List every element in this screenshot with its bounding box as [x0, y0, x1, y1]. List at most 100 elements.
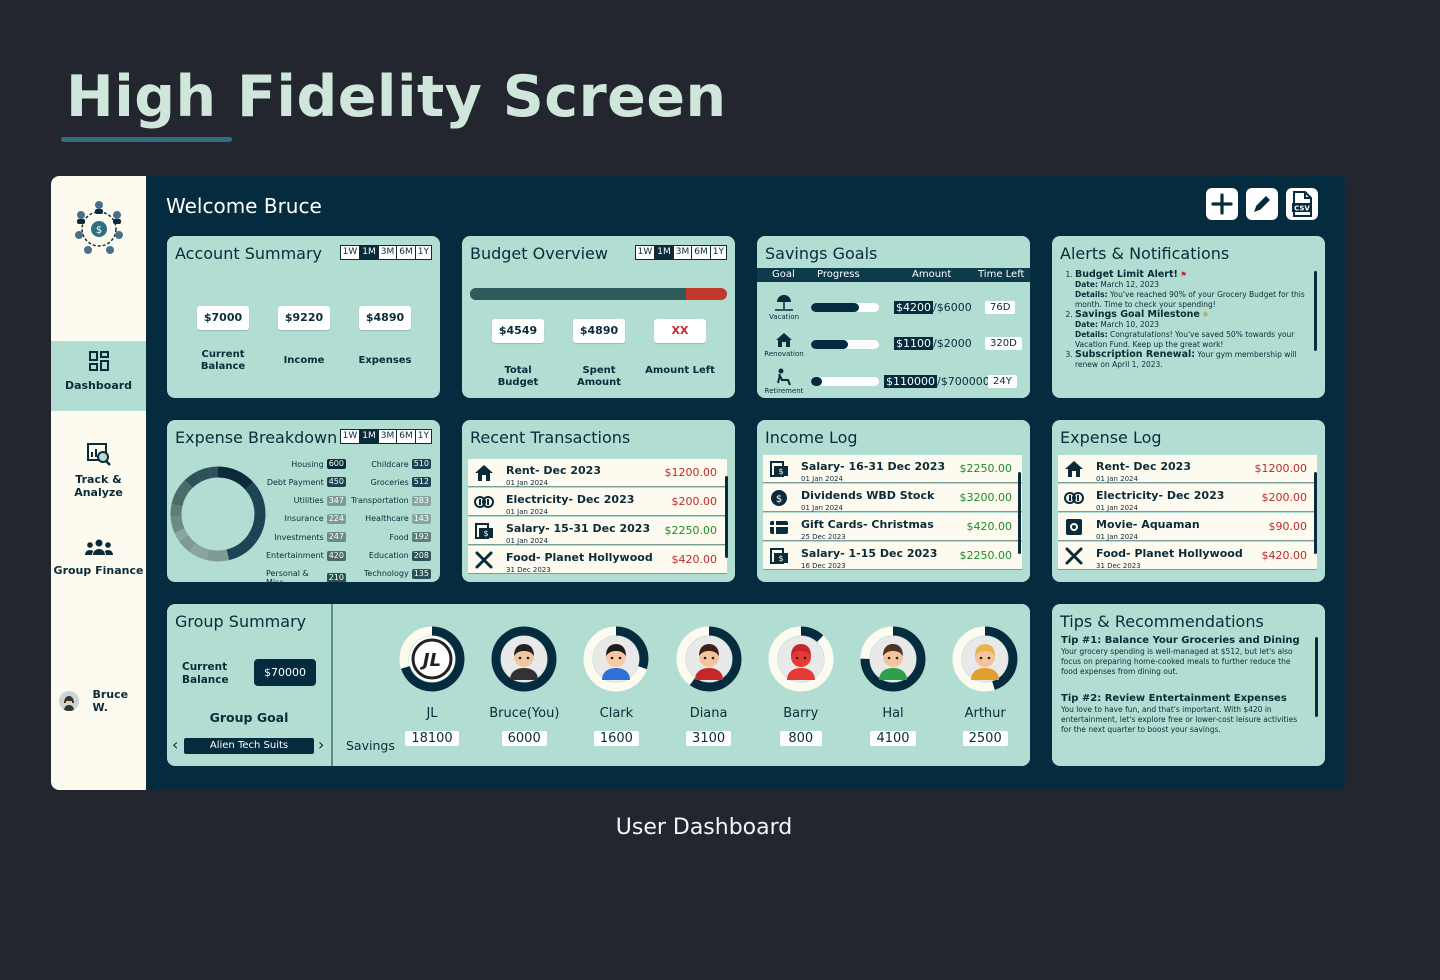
- amount-left-value: XX: [654, 319, 706, 343]
- user-profile[interactable]: Bruce W.: [59, 688, 146, 714]
- range-option-1w[interactable]: 1W: [341, 246, 361, 259]
- sidebar-item-group-finance[interactable]: Group Finance: [51, 539, 146, 577]
- goal-target: /$700000: [937, 375, 990, 388]
- alert-date: March 12, 2023: [1097, 280, 1159, 289]
- group-member[interactable]: Barry 800: [766, 626, 836, 746]
- goal-progress-bar: [811, 340, 879, 349]
- pencil-icon: [1254, 196, 1270, 212]
- range-option-1m[interactable]: 1M: [360, 430, 379, 443]
- donut-slice: [247, 513, 266, 542]
- member-savings: 800: [779, 731, 822, 746]
- tips-scrollbar[interactable]: [1315, 637, 1318, 717]
- alerts-scrollbar[interactable]: [1314, 271, 1317, 351]
- savings-goal-row[interactable]: Retirement $110000/$700000 24Y: [757, 364, 1030, 398]
- sidebar-item-track-analyze[interactable]: Track & Analyze: [51, 442, 146, 499]
- range-option-6m[interactable]: 6M: [397, 430, 416, 443]
- alert-item[interactable]: Budget Limit Alert! ⚑Date: March 12, 202…: [1075, 270, 1312, 310]
- edit-button[interactable]: [1246, 188, 1278, 220]
- legend-label: Childcare: [371, 459, 409, 469]
- card-title: Recent Transactions: [470, 428, 631, 447]
- group-finance-logo-icon: $: [75, 201, 123, 254]
- group-member[interactable]: Diana 3100: [674, 626, 744, 746]
- goal-progress-fill: [811, 340, 849, 349]
- range-option-1y[interactable]: 1Y: [417, 431, 429, 441]
- flag-icon: ⚑: [1180, 270, 1187, 279]
- member-avatar-ring: [583, 626, 649, 692]
- group-member[interactable]: JL JL 18100: [397, 626, 467, 746]
- legend-label: Transportation: [350, 496, 409, 506]
- total-budget-label: Total Budget: [497, 365, 539, 388]
- legend-value: 510: [411, 459, 431, 469]
- legend-value: 347: [326, 495, 346, 506]
- card-title: Income Log: [765, 428, 858, 447]
- range-option-1m[interactable]: 1M: [360, 246, 379, 259]
- expense-scrollbar[interactable]: [1314, 472, 1317, 554]
- transactions-scrollbar[interactable]: [725, 476, 728, 558]
- row-name: Electricity- Dec 2023: [1096, 488, 1225, 502]
- row-icon: $: [470, 517, 498, 545]
- export-csv-button[interactable]: CSV: [1286, 188, 1318, 220]
- savings-goal-row[interactable]: Vacation $4200/$6000 76D: [757, 291, 1030, 325]
- range-option-3m[interactable]: 3M: [379, 430, 398, 443]
- group-member[interactable]: Bruce(You) 6000: [489, 626, 559, 746]
- alert-item[interactable]: Subscription Renewal: Your gym membershi…: [1075, 350, 1312, 370]
- chevron-left-icon[interactable]: ‹: [172, 735, 179, 754]
- range-option-1y[interactable]: 1Y: [712, 247, 724, 257]
- electricity-icon: [474, 495, 494, 508]
- row-date: 31 Dec 2023: [1096, 561, 1141, 570]
- member-avatar-icon: JL: [399, 626, 465, 692]
- dividend-icon: $: [771, 489, 787, 506]
- group-member[interactable]: Hal 4100: [858, 626, 928, 746]
- range-option-1w[interactable]: 1W: [636, 246, 656, 259]
- member-avatar-ring: [860, 626, 926, 692]
- group-member[interactable]: Arthur 2500: [950, 626, 1020, 746]
- member-name: Barry: [783, 706, 819, 721]
- alert-item[interactable]: Savings Goal Milestone ✱Date: March 10, …: [1075, 310, 1312, 350]
- range-option-1w[interactable]: 1W: [341, 430, 361, 443]
- range-option-6m[interactable]: 6M: [397, 246, 416, 259]
- csv-label: CSV: [1294, 205, 1310, 213]
- income-scrollbar[interactable]: [1018, 472, 1021, 554]
- group-goal-selector[interactable]: Alien Tech Suits: [184, 738, 314, 754]
- savings-goal-row[interactable]: Renovation $1100/$2000 320D: [757, 328, 1030, 362]
- sidebar-item-dashboard[interactable]: Dashboard: [51, 341, 146, 411]
- member-avatar-icon: [860, 626, 926, 692]
- range-option-1m[interactable]: 1M: [655, 246, 674, 259]
- range-option-6m[interactable]: 6M: [692, 246, 711, 259]
- income-value: $9220: [278, 306, 330, 330]
- goal-progress-fill: [811, 303, 859, 312]
- member-name: Hal: [882, 706, 904, 721]
- add-button[interactable]: [1206, 188, 1238, 220]
- range-option-3m[interactable]: 3M: [674, 246, 693, 259]
- chevron-right-icon[interactable]: ›: [318, 735, 325, 754]
- range-option-3m[interactable]: 3M: [379, 246, 398, 259]
- row-amount: $90.00: [1268, 520, 1308, 533]
- group-member[interactable]: Clark 1600: [581, 626, 651, 746]
- svg-text:$: $: [778, 554, 783, 563]
- goal-saved: $110000: [884, 375, 937, 388]
- alert-details: Congratulations! You've saved 50% toward…: [1075, 330, 1295, 349]
- group-goal-label: Group Goal: [209, 710, 289, 725]
- range-option-1y[interactable]: 1Y: [417, 247, 429, 257]
- row-icon: [1060, 513, 1088, 541]
